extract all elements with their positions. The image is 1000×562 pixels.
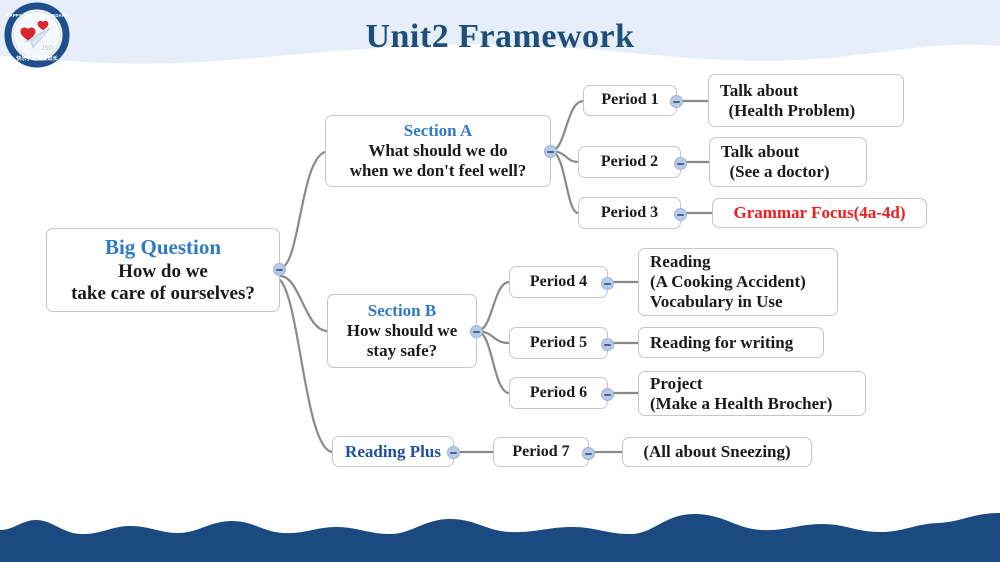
collapse-minus-icon[interactable] — [674, 208, 687, 221]
collapse-minus-icon[interactable] — [601, 338, 614, 351]
section-b-line2: stay safe? — [366, 340, 438, 360]
leaf-3-line1: Grammar Focus(4a-4d) — [733, 203, 906, 223]
period-2-label: Period 2 — [600, 152, 659, 170]
period-3-label: Period 3 — [600, 203, 659, 221]
node-leaf-all-about-sneezing[interactable]: (All about Sneezing) — [622, 437, 812, 467]
reading-plus-title: Reading Plus — [345, 441, 441, 461]
collapse-minus-icon[interactable] — [470, 325, 483, 338]
node-period-5[interactable]: Period 5 — [509, 327, 614, 359]
period-7-label: Period 7 — [512, 442, 570, 460]
node-leaf-talk-about-health-problem[interactable]: Talk about (Health Problem) — [708, 74, 904, 127]
leaf-4-line2: (A Cooking Accident) — [650, 272, 806, 292]
node-section-b[interactable]: Section B How should we stay safe? — [327, 294, 483, 368]
collapse-minus-icon[interactable] — [447, 446, 460, 459]
section-a-line2: when we don't feel well? — [349, 160, 527, 180]
leaf-1-line2: (Health Problem) — [720, 100, 856, 120]
node-period-6[interactable]: Period 6 — [509, 377, 614, 409]
section-b-title: Section B — [367, 301, 437, 321]
period-5-label: Period 5 — [529, 333, 588, 351]
section-a-line1: What should we do — [368, 141, 508, 161]
node-period-2[interactable]: Period 2 — [578, 146, 687, 178]
leaf-6-line2: (Make a Health Brocher) — [650, 393, 833, 413]
big-question-line2: take care of ourselves? — [71, 282, 255, 304]
page-title: Unit2 Framework — [365, 18, 635, 55]
section-a-title: Section A — [403, 121, 473, 141]
svg-text:快乐学习 健康成长: 快乐学习 健康成长 — [15, 55, 58, 62]
node-leaf-grammar-focus[interactable]: Grammar Focus(4a-4d) — [712, 198, 927, 228]
node-leaf-project-health-brocher[interactable]: Project (Make a Health Brocher) — [638, 371, 866, 416]
leaf-2-line2: (See a doctor) — [721, 162, 830, 181]
node-reading-plus[interactable]: Reading Plus — [332, 436, 460, 467]
leaf-2-line1: Talk about — [721, 142, 800, 162]
collapse-minus-icon[interactable] — [544, 145, 557, 158]
collapse-minus-icon[interactable] — [582, 447, 595, 460]
leaf-6-line1: Project — [650, 373, 703, 393]
big-question-title: Big Question — [104, 235, 222, 260]
node-period-3[interactable]: Period 3 — [578, 197, 687, 229]
node-leaf-reading-for-writing[interactable]: Reading for writing — [638, 327, 824, 358]
leaf-4-line3: Vocabulary in Use — [650, 291, 783, 311]
node-period-1[interactable]: Period 1 — [583, 85, 683, 116]
leaf-5-line1: Reading for writing — [650, 332, 794, 352]
collapse-minus-icon[interactable] — [670, 95, 683, 108]
node-period-7[interactable]: Period 7 — [493, 437, 595, 467]
node-leaf-talk-about-see-a-doctor[interactable]: Talk about (See a doctor) — [709, 137, 867, 187]
collapse-minus-icon[interactable] — [601, 277, 614, 290]
bottom-decorative-wave — [0, 513, 1000, 562]
node-big-question[interactable]: Big Question How do we take care of ours… — [46, 228, 286, 312]
node-section-a[interactable]: Section A What should we do when we don'… — [325, 115, 557, 187]
section-b-line1: How should we — [346, 321, 458, 341]
period-4-label: Period 4 — [529, 272, 588, 290]
node-period-4[interactable]: Period 4 — [509, 266, 614, 298]
collapse-minus-icon[interactable] — [273, 263, 286, 276]
big-question-line1: How do we — [118, 260, 208, 282]
leaf-1-line1: Talk about — [720, 80, 799, 100]
leaf-7-line1: (All about Sneezing) — [643, 442, 791, 462]
collapse-minus-icon[interactable] — [674, 157, 687, 170]
collapse-minus-icon[interactable] — [601, 388, 614, 401]
node-leaf-reading-cooking-accident[interactable]: Reading (A Cooking Accident) Vocabulary … — [638, 248, 838, 316]
period-1-label: Period 1 — [601, 91, 659, 109]
leaf-4-line1: Reading — [650, 252, 711, 272]
period-6-label: Period 6 — [529, 383, 588, 401]
